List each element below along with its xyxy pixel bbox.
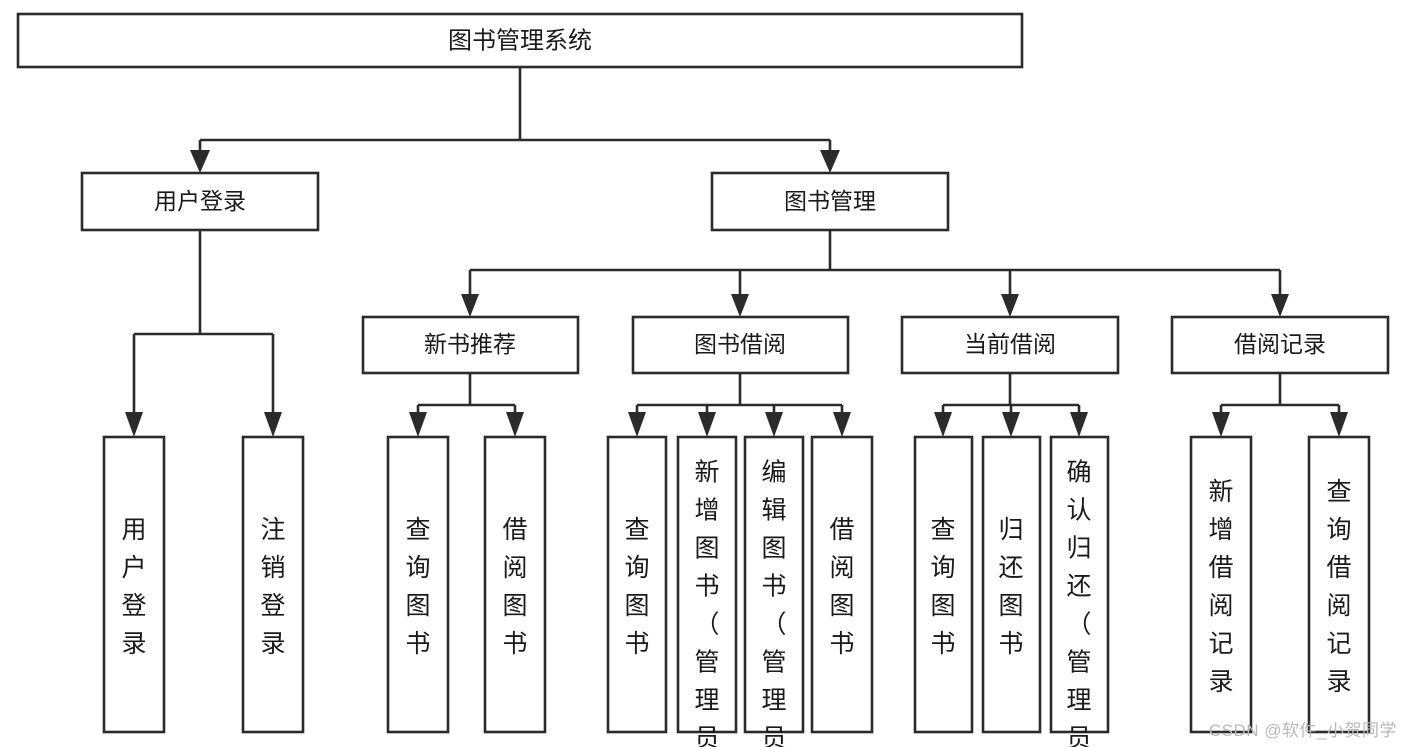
arrow-head-book-borrow <box>731 294 749 317</box>
leaf-node-add-book[interactable]: 新增图书（管理员） <box>676 435 738 747</box>
arrow-head-leaf-borrow-book-2 <box>833 412 851 437</box>
node-current-borrow-label: 当前借阅 <box>964 331 1056 357</box>
node-root-label: 图书管理系统 <box>448 27 592 54</box>
arrow-head-leaf-query-book-2 <box>628 412 646 437</box>
leaf-query-record-label: 查询借阅记录 <box>1326 478 1351 696</box>
leaf-borrow-book-2-label: 借阅图书 <box>829 516 854 658</box>
node-new-book-recommend-box[interactable] <box>361 315 580 375</box>
node-new-book-recommend[interactable]: 新书推荐 <box>361 315 580 375</box>
node-book-management-label: 图书管理 <box>784 188 876 214</box>
arrow-head-book-mgmt <box>820 150 840 173</box>
arrow-head-leaf-user-login <box>125 412 143 437</box>
connector-layer <box>125 67 1348 437</box>
leaf-node-query-record[interactable]: 查询借阅记录 <box>1307 435 1371 734</box>
leaf-borrow-book-2-box[interactable] <box>810 435 874 734</box>
leaf-node-logout[interactable]: 注销登录 <box>241 435 305 734</box>
node-root-box[interactable] <box>16 12 1024 69</box>
leaf-edit-book-box[interactable] <box>743 435 805 734</box>
node-book-borrow[interactable]: 图书借阅 <box>631 315 850 375</box>
csdn-watermark: CSDN @软件_小贺同学 <box>1208 721 1397 740</box>
leaf-borrow-book-1-label: 借阅图书 <box>502 516 527 658</box>
arrow-head-user-login <box>190 150 210 173</box>
leaf-node-user-login[interactable]: 用户登录 <box>102 435 166 734</box>
leaf-confirm-return-box[interactable] <box>1049 435 1110 734</box>
leaf-node-query-book-1[interactable]: 查询图书 <box>386 435 450 734</box>
arrow-head-leaf-logout <box>264 412 282 437</box>
leaf-layer: 用户登录 注销登录 查询图书 借阅图书 查询图书 新增图书（管理员） 编辑图书（… <box>102 435 1371 747</box>
leaf-node-edit-book[interactable]: 编辑图书（管理员） <box>743 435 805 747</box>
arrow-head-current-borrow <box>1001 294 1019 317</box>
leaf-query-book-2-box[interactable] <box>606 435 668 734</box>
node-user-login-label: 用户登录 <box>154 188 246 214</box>
leaf-query-book-2-label: 查询图书 <box>624 516 649 658</box>
arrow-head-borrow-record <box>1271 294 1289 317</box>
leaf-node-return-book[interactable]: 归还图书 <box>981 435 1042 734</box>
leaf-query-book-1-box[interactable] <box>386 435 450 734</box>
arrow-head-leaf-add-record <box>1212 412 1230 437</box>
arrow-head-leaf-borrow-book-1 <box>506 412 524 437</box>
leaf-logout-label: 注销登录 <box>260 516 285 658</box>
node-borrow-record-label: 借阅记录 <box>1234 331 1326 357</box>
arrow-head-new-book-rec <box>461 294 479 317</box>
node-book-management[interactable]: 图书管理 <box>710 171 950 232</box>
node-borrow-record[interactable]: 借阅记录 <box>1170 315 1390 375</box>
arrow-head-leaf-add-book <box>698 412 716 437</box>
leaf-add-book-box[interactable] <box>676 435 738 734</box>
arrow-head-leaf-query-book-1 <box>409 412 427 437</box>
leaf-add-record-box[interactable] <box>1189 435 1253 734</box>
leaf-node-query-book-3[interactable]: 查询图书 <box>913 435 974 734</box>
node-borrow-record-box[interactable] <box>1170 315 1390 375</box>
arrow-head-leaf-query-book-3 <box>934 412 952 437</box>
leaf-user-login-label: 用户登录 <box>121 516 146 658</box>
leaf-return-book-label: 归还图书 <box>998 516 1023 658</box>
arrow-head-leaf-return-book <box>1002 412 1020 437</box>
leaf-borrow-book-1-box[interactable] <box>483 435 547 734</box>
arrow-head-leaf-edit-book <box>765 412 783 437</box>
leaf-logout-box[interactable] <box>241 435 305 734</box>
leaf-node-borrow-book-1[interactable]: 借阅图书 <box>483 435 547 734</box>
leaf-query-record-box[interactable] <box>1307 435 1371 734</box>
node-new-book-recommend-label: 新书推荐 <box>424 331 516 357</box>
node-root[interactable]: 图书管理系统 <box>16 12 1024 69</box>
leaf-edit-book-label: 编辑图书（管理员） <box>761 459 786 747</box>
leaf-return-book-box[interactable] <box>981 435 1042 734</box>
node-user-login[interactable]: 用户登录 <box>80 171 320 232</box>
leaf-query-book-1-label: 查询图书 <box>405 516 430 658</box>
leaf-add-book-label: 新增图书（管理员） <box>694 459 719 747</box>
leaf-node-confirm-return[interactable]: 确认归还（管理员） <box>1049 435 1110 747</box>
leaf-user-login-box[interactable] <box>102 435 166 734</box>
leaf-add-record-label: 新增借阅记录 <box>1208 478 1233 696</box>
node-book-borrow-label: 图书借阅 <box>694 331 786 357</box>
leaf-query-book-3-label: 查询图书 <box>930 516 955 658</box>
node-current-borrow-box[interactable] <box>900 315 1120 375</box>
leaf-node-borrow-book-2[interactable]: 借阅图书 <box>810 435 874 734</box>
leaf-node-query-book-2[interactable]: 查询图书 <box>606 435 668 734</box>
node-book-management-box[interactable] <box>710 171 950 232</box>
leaf-node-add-record[interactable]: 新增借阅记录 <box>1189 435 1253 734</box>
leaf-confirm-return-label: 确认归还（管理员） <box>1066 459 1091 747</box>
node-book-borrow-box[interactable] <box>631 315 850 375</box>
arrow-head-leaf-query-record <box>1330 412 1348 437</box>
arrow-head-leaf-confirm-return <box>1070 412 1088 437</box>
node-current-borrow[interactable]: 当前借阅 <box>900 315 1120 375</box>
leaf-query-book-3-box[interactable] <box>913 435 974 734</box>
node-user-login-box[interactable] <box>80 171 320 232</box>
